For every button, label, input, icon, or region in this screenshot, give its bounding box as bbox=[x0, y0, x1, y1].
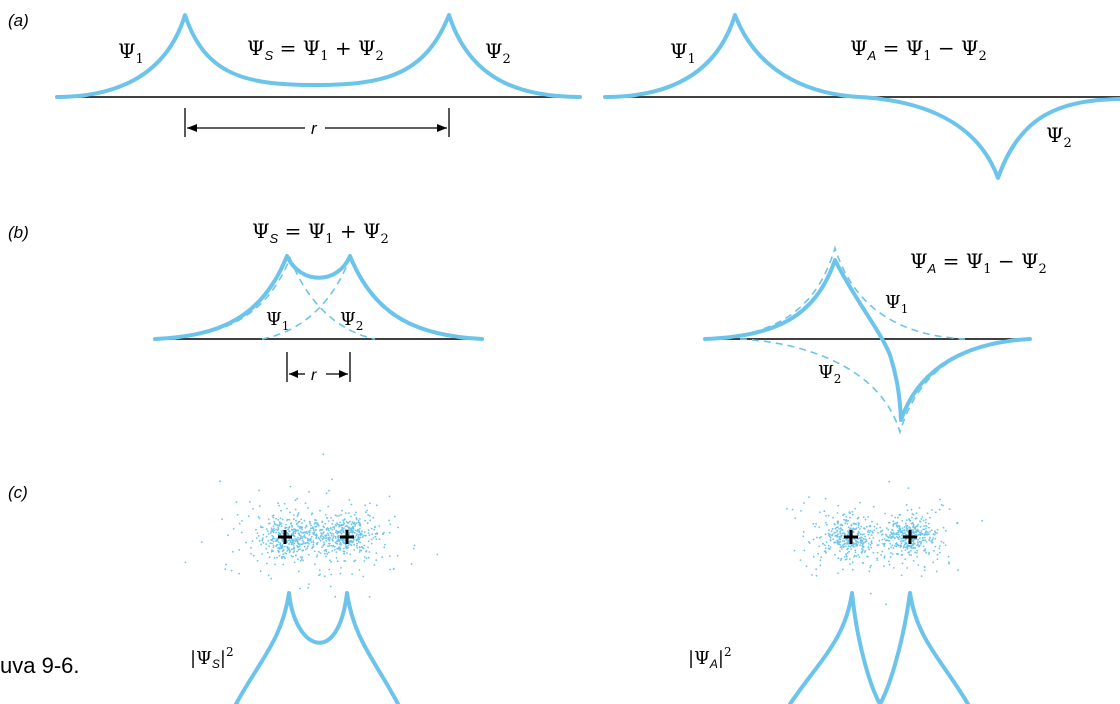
panel-c-antisymmetric-density-curve bbox=[788, 591, 970, 704]
panel-a-r-label: r bbox=[311, 119, 318, 138]
panel-a-symmetric-curve bbox=[55, 13, 582, 99]
panel-b-anti-psi1-dashed bbox=[704, 245, 966, 340]
panel-c-symmetric-electron-cloud bbox=[184, 453, 439, 598]
panel-b-antisymmetric-title: ΨA = Ψ1 − Ψ2 bbox=[910, 249, 1047, 277]
plus-nucleus-icon bbox=[844, 530, 858, 544]
panel-a-antisymmetric-title: ΨA = Ψ1 − Ψ2 bbox=[850, 36, 987, 64]
panel-c: (c) |ΨS|2 |ΨA|2 bbox=[8, 453, 984, 704]
panel-b-anti-psi1-label: Ψ1 bbox=[885, 292, 908, 316]
panel-b-r-label: r bbox=[311, 367, 317, 384]
panel-c-antisymmetric-label: |ΨA|2 bbox=[688, 645, 732, 671]
panel-a: (a) Ψ1 Ψ2 ΨS = Ψ1 + Ψ2 r Ψ1 Ψ2 ΨA = Ψ1 −… bbox=[8, 11, 1120, 180]
plus-nucleus-icon bbox=[340, 530, 354, 544]
panel-b-anti-psi2-dashed bbox=[739, 338, 1031, 435]
panel-a-psi1-label: Ψ1 bbox=[118, 39, 144, 67]
panel-a-label: (a) bbox=[8, 11, 29, 30]
panel-c-antisymmetric-electron-cloud bbox=[786, 480, 984, 606]
panel-c-symmetric-density-curve bbox=[234, 591, 400, 704]
panel-a-anti-psi1-label: Ψ1 bbox=[670, 39, 696, 67]
panel-b: (b) Ψ1 Ψ2 ΨS = Ψ1 + Ψ2 r Ψ1 Ψ2 ΨA = Ψ1 −… bbox=[8, 219, 1047, 435]
panel-b-symmetric-title: ΨS = Ψ1 + Ψ2 bbox=[252, 219, 389, 247]
panel-b-r-dimension: r bbox=[286, 352, 351, 384]
panel-b-label: (b) bbox=[8, 223, 29, 242]
panel-a-symmetric-title: ΨS = Ψ1 + Ψ2 bbox=[247, 36, 384, 64]
plus-nucleus-icon bbox=[278, 530, 292, 544]
panel-b-symmetric-curve bbox=[153, 254, 484, 341]
panel-b-antisymmetric-curve bbox=[703, 258, 1032, 422]
panel-b-anti-psi2-label: Ψ2 bbox=[818, 362, 841, 386]
panel-c-label: (c) bbox=[8, 483, 28, 502]
plus-nucleus-icon bbox=[903, 530, 917, 544]
panel-c-symmetric-label: |ΨS|2 bbox=[190, 645, 234, 671]
panel-a-r-dimension: r bbox=[184, 108, 450, 138]
panel-a-anti-psi2-label: Ψ2 bbox=[1046, 123, 1072, 151]
panel-b-psi1-label: Ψ1 bbox=[266, 309, 289, 333]
panel-a-psi2-label: Ψ2 bbox=[485, 39, 511, 67]
figure-caption: uva 9-6. bbox=[0, 653, 80, 678]
panel-b-psi2-label: Ψ2 bbox=[340, 309, 363, 333]
panel-a-antisymmetric-curve bbox=[603, 13, 1120, 180]
